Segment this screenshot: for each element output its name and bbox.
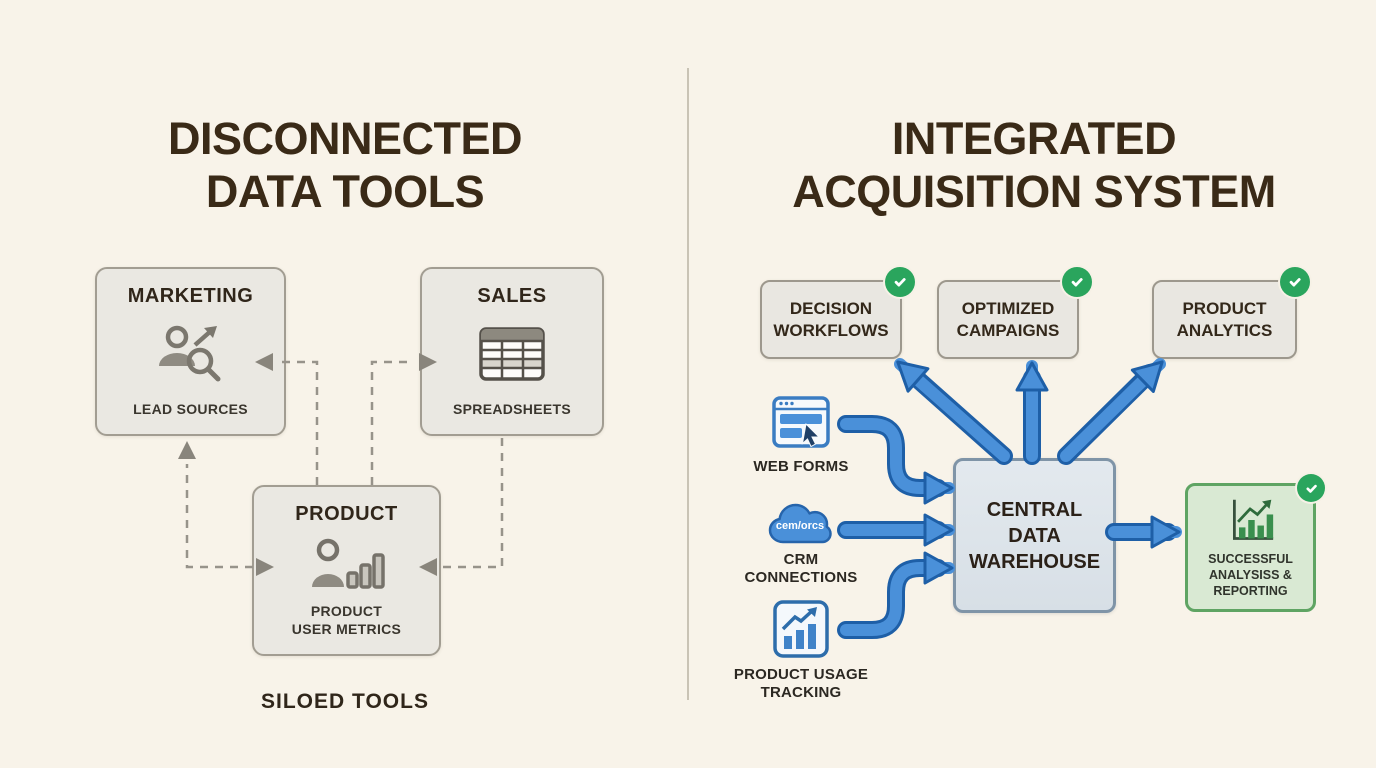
output3-line1: PRODUCT	[1182, 299, 1267, 319]
sales-box: SALES SPREADSHEETS	[420, 267, 604, 436]
usage-label-line1: PRODUCT USAGE	[733, 666, 869, 683]
product-box-title: PRODUCT	[295, 503, 398, 525]
left-title-line1: DISCONNECTED	[167, 113, 523, 164]
output3-line2: ANALYTICS	[1176, 320, 1273, 340]
warehouse-line1: CENTRAL	[986, 498, 1083, 521]
left-panel-title: DISCONNECTED DATA TOOLS	[55, 112, 635, 218]
arrowhead-into-marketing-bottom	[178, 441, 196, 459]
success-line2: ANALYSISS &	[1209, 568, 1292, 582]
output1-line1: DECISION	[789, 299, 873, 319]
check-icon	[1062, 267, 1092, 297]
usage-chart-icon	[773, 600, 829, 663]
successful-analysis-reporting-box: SUCCESSFUL ANALYSISS & REPORTING	[1185, 474, 1325, 612]
output2-line2: CAMPAIGNS	[956, 320, 1060, 340]
crm-connections-label: CRM CONNECTIONS	[711, 551, 891, 586]
product-label-line2: USER METRICS	[291, 620, 402, 637]
dashed-product-to-sales	[370, 360, 414, 485]
right-panel-title: INTEGRATED ACQUISITION SYSTEM	[700, 112, 1368, 218]
product-usage-tracking-label: PRODUCT USAGE TRACKING	[711, 666, 891, 701]
marketing-box-title: MARKETING	[127, 285, 254, 307]
decision-workflows-box: DECISION WORKFLOWS	[760, 267, 915, 359]
output1-line2: WORKFLOWS	[773, 320, 889, 340]
check-icon	[885, 267, 915, 297]
success-line1: SUCCESSFUL	[1208, 551, 1293, 566]
lead-sources-icon	[153, 308, 229, 400]
warehouse-line3: WAREHOUSE	[968, 550, 1101, 573]
right-title-line1: INTEGRATED	[891, 113, 1177, 164]
central-data-warehouse-box: CENTRAL DATA WAREHOUSE	[953, 458, 1116, 613]
marketing-box: MARKETING LEAD SOURCES	[95, 267, 286, 436]
product-box: PRODUCT PRODUCT USER METRICS	[252, 485, 441, 656]
crm-cloud-icon: cem/orcs	[766, 500, 834, 555]
arrow-warehouse-to-decision	[894, 358, 1010, 462]
check-icon	[1280, 267, 1310, 297]
warehouse-label: CENTRAL DATA WAREHOUSE	[969, 497, 1100, 575]
dashed-marketing-product-loop	[185, 464, 253, 569]
usage-label-line2: TRACKING	[760, 683, 842, 701]
crm-label-line2: CONNECTIONS	[744, 568, 858, 586]
arrow-webforms-to-warehouse	[840, 418, 955, 505]
warehouse-line2: DATA	[1008, 524, 1061, 547]
web-form-icon	[772, 396, 830, 453]
success-line3: REPORTING	[1213, 584, 1288, 599]
product-analytics-box: PRODUCT ANALYTICS	[1152, 267, 1310, 359]
optimized-campaigns-box: OPTIMIZED CAMPAIGNS	[937, 267, 1092, 359]
crm-label-line1: CRM	[783, 551, 819, 568]
user-metrics-icon	[306, 526, 388, 602]
output2-line1: OPTIMIZED	[961, 299, 1055, 319]
sales-box-label: SPREADSHEETS	[453, 400, 571, 417]
siloed-tools-caption: SILOED TOOLS	[261, 690, 429, 713]
arrow-warehouse-to-analytics	[1060, 358, 1166, 462]
right-title-line2: ACQUISITION SYSTEM	[792, 166, 1276, 217]
product-label-line1: PRODUCT	[310, 602, 383, 619]
web-forms-label-line1: WEB FORMS	[753, 458, 849, 475]
crm-cloud-text: cem/orcs	[776, 520, 824, 532]
left-title-line2: DATA TOOLS	[205, 166, 485, 217]
dashed-sales-to-product	[440, 438, 504, 569]
check-icon	[1297, 474, 1325, 502]
web-forms-label: WEB FORMS	[711, 458, 891, 476]
marketing-box-label: LEAD SOURCES	[133, 400, 248, 417]
decision-workflows-label: DECISION WORKFLOWS	[773, 298, 888, 341]
center-divider	[687, 68, 689, 700]
product-box-label: PRODUCT USER METRICS	[292, 602, 401, 638]
spreadsheet-icon	[479, 308, 545, 400]
optimized-campaigns-label: OPTIMIZED CAMPAIGNS	[957, 298, 1060, 341]
product-analytics-label: PRODUCT ANALYTICS	[1177, 298, 1273, 341]
sales-box-title: SALES	[477, 285, 547, 307]
growth-chart-icon	[1225, 496, 1277, 548]
success-box-label: SUCCESSFUL ANALYSISS & REPORTING	[1208, 551, 1293, 600]
